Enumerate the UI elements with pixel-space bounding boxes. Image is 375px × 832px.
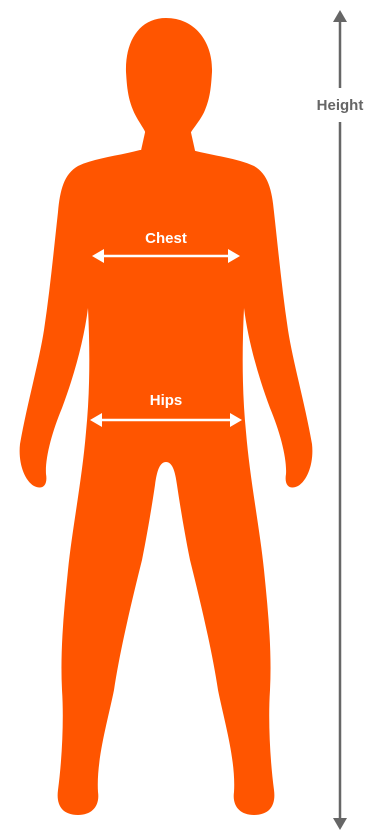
body-shape (20, 150, 313, 815)
chest-label: Chest (145, 230, 187, 247)
height-arrow-down-icon (333, 818, 347, 830)
height-measure (333, 10, 347, 830)
height-label: Height (317, 97, 364, 114)
head-shape (126, 18, 212, 134)
height-arrow-up-icon (333, 10, 347, 22)
hips-label: Hips (150, 392, 183, 409)
human-silhouette-icon (20, 18, 313, 815)
